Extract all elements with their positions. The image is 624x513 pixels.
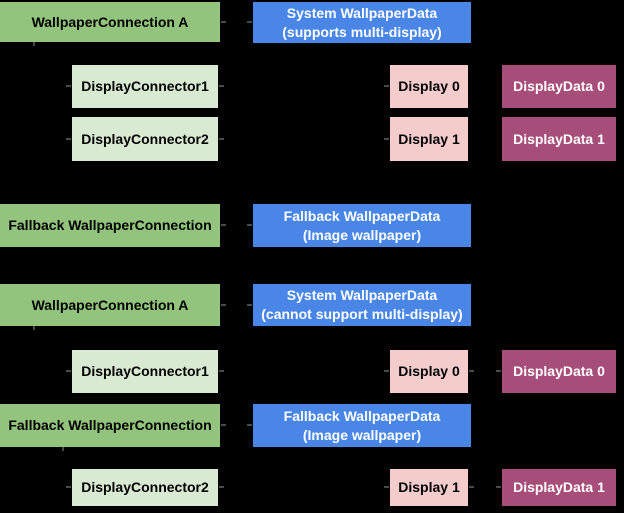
connector-stub [496,370,501,372]
box-wallpaper-connection-a-1: WallpaperConnection A [0,2,220,42]
connector-stub [66,370,71,372]
box-label: DisplayData 0 [513,363,605,379]
box-display-0-b: Display 0 [390,350,468,393]
connector-stub [469,370,474,372]
connector-stub [384,486,389,488]
box-label: Display 1 [398,130,460,147]
connector-stub [62,447,64,451]
connector-stub [247,304,252,306]
connector-stub [384,85,389,87]
box-wallpaper-connection-a-2: WallpaperConnection A [0,284,220,326]
connector-stub [247,21,252,23]
box-fallback-wallpaper-connection-1: Fallback WallpaperConnection [0,204,220,247]
connector-stub [221,424,226,426]
box-label: WallpaperConnection A [31,13,189,30]
connector-stub [247,424,252,426]
box-label: DisplayConnector1 [81,363,209,379]
box-label: DisplayConnector1 [81,78,209,94]
box-label-line1: Fallback WallpaperData [283,407,441,424]
box-display-data-0-a: DisplayData 0 [502,65,616,108]
box-label: DisplayData 1 [513,479,605,495]
box-fallback-wallpaper-data-2: Fallback WallpaperData (Image wallpaper) [253,404,471,447]
box-label: DisplayConnector2 [81,130,209,147]
connector-stub [66,486,71,488]
box-label-line2: (Image wallpaper) [302,426,422,443]
box-display-connector-1-a: DisplayConnector1 [72,65,218,108]
box-display-connector-2-a: DisplayConnector2 [72,117,218,161]
box-label: Fallback WallpaperConnection [8,417,212,433]
box-display-data-0-b: DisplayData 0 [502,350,616,393]
box-label-line1: System WallpaperData [286,4,438,21]
box-fallback-wallpaper-data-1: Fallback WallpaperData (Image wallpaper) [253,204,471,247]
box-label: Display 1 [398,479,460,495]
connector-stub [33,42,35,46]
connector-stub [496,486,501,488]
box-label: DisplayData 1 [513,130,605,147]
box-label: Fallback WallpaperConnection [8,217,212,233]
connector-stub [221,224,226,226]
connector-stub [219,486,224,488]
box-display-connector-2-b: DisplayConnector2 [72,469,218,506]
box-label-line1: System WallpaperData [286,287,438,303]
box-display-1-b: Display 1 [390,469,468,506]
box-label-line2: (supports multi-display) [282,23,442,40]
connector-stub [219,370,224,372]
connector-stub [66,138,71,140]
box-label: DisplayConnector2 [81,479,209,495]
box-label: WallpaperConnection A [31,296,189,313]
box-label-line2: (cannot support multi-display) [261,306,463,322]
box-label-line1: Fallback WallpaperData [283,207,441,224]
connector-stub [469,486,474,488]
box-display-data-1-a: DisplayData 1 [502,117,616,161]
connector-stub [219,85,224,87]
connector-stub [221,304,226,306]
connector-stub [33,326,35,330]
connector-stub [384,370,389,372]
box-label-line2: (Image wallpaper) [302,226,422,243]
box-label: Display 0 [398,78,460,94]
box-system-wallpaper-data-multi: System WallpaperData (supports multi-dis… [253,2,471,43]
box-display-0-a: Display 0 [390,65,468,108]
connector-stub [384,138,389,140]
connector-stub [219,138,224,140]
box-display-1-a: Display 1 [390,117,468,161]
box-label: Display 0 [398,363,460,379]
box-display-connector-1-b: DisplayConnector1 [72,350,218,393]
box-display-data-1-b: DisplayData 1 [502,469,616,506]
box-system-wallpaper-data-no-multi: System WallpaperData (cannot support mul… [253,284,471,326]
connector-stub [66,85,71,87]
box-fallback-wallpaper-connection-2: Fallback WallpaperConnection [0,404,220,447]
connector-stub [221,21,226,23]
box-label: DisplayData 0 [513,78,605,94]
connector-stub [247,224,252,226]
